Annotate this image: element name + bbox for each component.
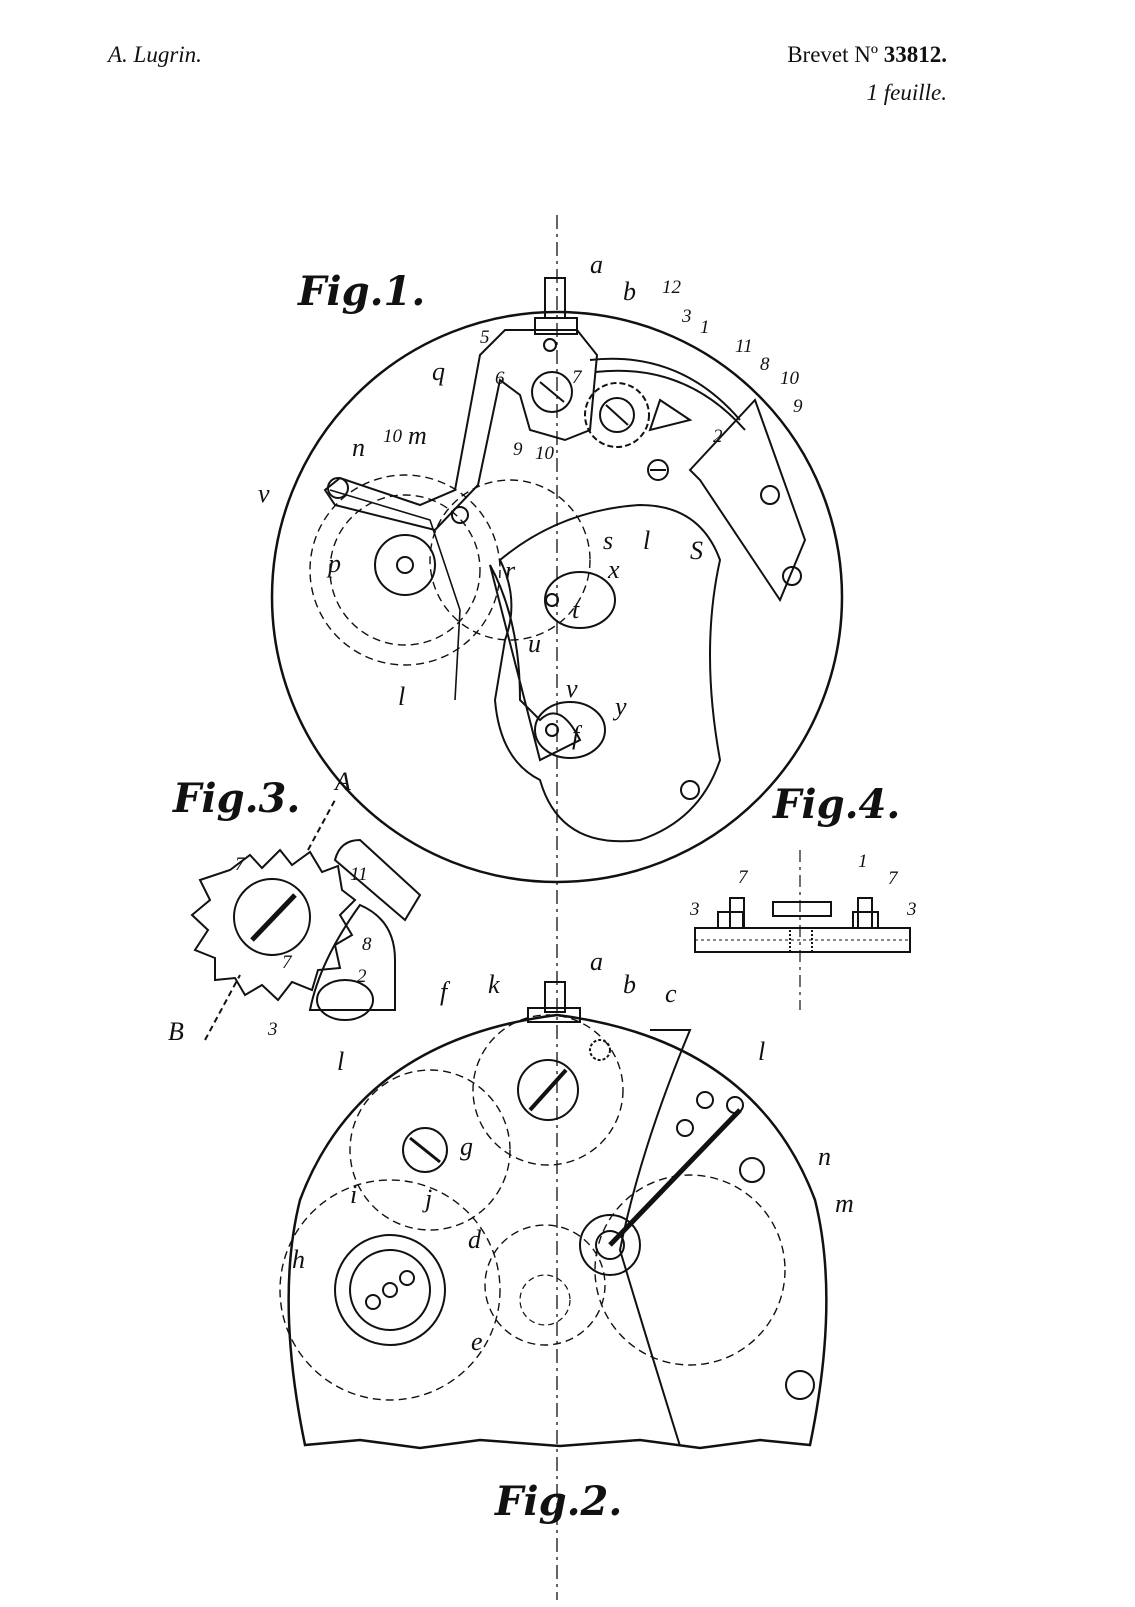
fig1-label: 10 [780,368,800,389]
fig1-label: 2 [713,426,723,447]
fig4-drawing [694,850,911,1010]
fig1-label: 3 [681,306,692,327]
fig1-label: 10 [535,443,555,464]
fig1-label: y [612,692,627,721]
fig1-label: l [643,526,650,555]
fig1-label: u [528,629,541,658]
fig2-label: h [292,1245,305,1274]
fig3-label: B [168,1017,184,1046]
fig4-label: 1 [858,851,868,872]
fig1-label: 9 [513,439,523,460]
fig2-label: n [818,1142,831,1171]
fig4-title: Fig.4. [772,781,900,828]
fig2-label: c [665,979,677,1008]
fig2-label: m [835,1189,854,1218]
fig1-label: s [603,526,613,555]
fig3-label: 11 [350,864,368,885]
fig2-label: k [488,970,500,999]
fig1-label: m [408,421,427,450]
fig1-label: 10 [383,426,403,447]
fig4-label: 3 [689,899,700,920]
fig1-label: 9 [793,396,803,417]
fig2-label: i [350,1180,357,1209]
fig2-label: g [460,1132,473,1161]
fig1-label: f [572,721,583,750]
author-name: A. Lugrin. [108,42,202,67]
fig2-label: a [590,947,603,976]
patent-number-value: 33812. [883,42,947,67]
fig1-label: a [590,250,603,279]
fig1-label: t [572,595,580,624]
fig3-label: A [333,767,351,796]
fig3-label: 8 [362,934,372,955]
fig3-title: Fig.3. [172,775,300,822]
fig2-label: l [758,1037,765,1066]
fig1-label: p [326,549,341,578]
fig1-label: S [690,536,703,565]
fig2-label: f [440,977,451,1006]
patent-prefix: Brevet Nº [787,42,878,67]
fig1-label: 7 [572,367,583,388]
fig4-label: 7 [738,867,749,888]
fig3-label: 7 [235,854,246,875]
fig1-label: 6 [495,368,505,389]
fig4-label: 3 [906,899,917,920]
fig4-label: 7 [888,868,899,889]
fig1-label: b [623,277,636,306]
fig1-label: 1 [700,317,710,338]
fig2-drawing [279,981,828,1450]
patent-number: Brevet Nº 33812. [787,42,947,68]
sheet-count: 1 feuille. [866,80,947,105]
fig1-label: q [432,357,445,386]
fig1-title: Fig.1. [297,268,425,315]
fig2-label: j [422,1184,432,1213]
fig1-label: n [352,433,365,462]
fig3-label: 3 [267,1019,278,1040]
fig1-label: r [505,556,516,585]
fig1-label: 12 [662,277,682,298]
fig2-label: d [468,1225,482,1254]
fig1-drawing [270,277,844,884]
fig2-label: e [471,1327,483,1356]
fig3-drawing [190,799,422,1041]
fig1-label: l [398,682,405,711]
fig1-label: 11 [735,336,753,357]
fig1-label: v [566,674,578,703]
fig3-label: 7 [282,952,293,973]
fig2-label: b [623,970,636,999]
fig1-label: 5 [480,327,490,348]
fig2-title: Fig.2. [494,1478,622,1525]
fig1-label: x [607,555,620,584]
fig1-label: v [258,479,270,508]
fig3-label: 2 [357,966,367,987]
fig3-label: l [337,1047,344,1076]
fig1-label: 8 [760,354,770,375]
